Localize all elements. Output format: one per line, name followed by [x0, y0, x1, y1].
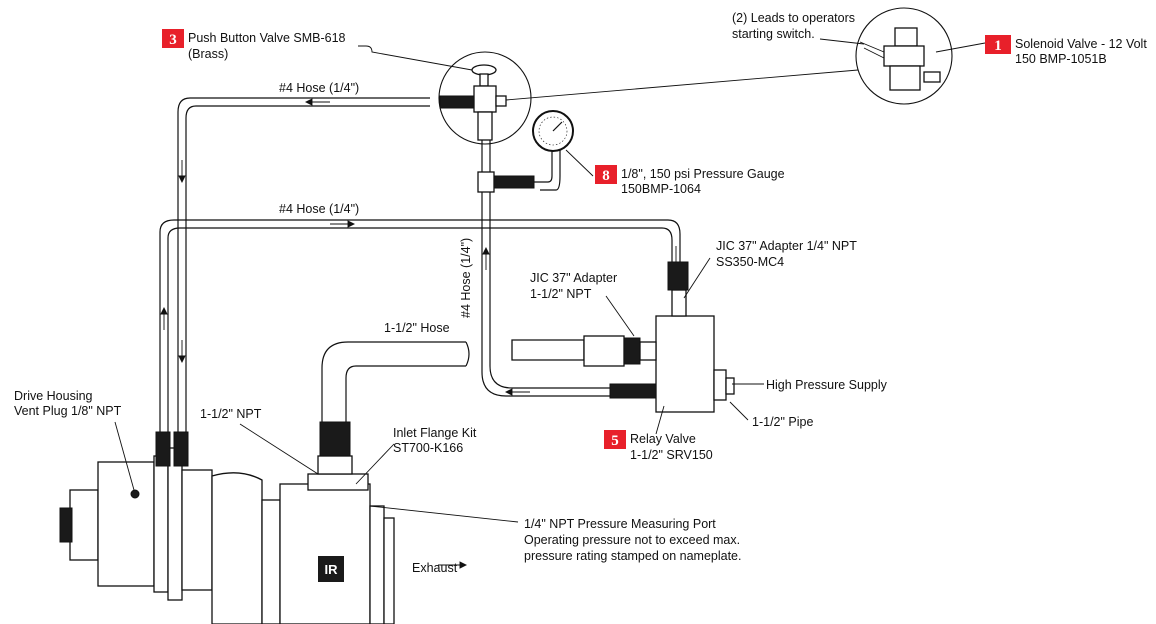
pressure-gauge	[532, 110, 574, 152]
hose-vertical-run-inner	[489, 140, 610, 389]
badge-5-number: 5	[611, 433, 619, 449]
badge-5-box	[604, 430, 626, 449]
inlet-flange-label-line1: Inlet Flange Kit	[393, 426, 477, 440]
leads-label-line1: (2) Leads to operators	[732, 11, 855, 25]
port-label-line3: pressure rating stamped on nameplate.	[524, 549, 742, 563]
solenoid-label-line2: 150 BMP-1051B	[1015, 52, 1107, 66]
jic-top-label-line2: SS350-MC4	[716, 255, 784, 269]
push-button-label-line2: (Brass)	[188, 47, 228, 61]
ir-logo-plate	[318, 556, 344, 582]
air-starter-motor: IR	[59, 431, 395, 624]
hose-mid-run	[159, 219, 681, 432]
badge-8-box	[595, 165, 617, 184]
pipe-label: 1-1/2" Pipe	[752, 415, 813, 429]
badge-1: 1	[985, 35, 1011, 54]
hose-top-run-inner	[185, 105, 430, 432]
badge-5: 5	[604, 430, 626, 449]
gauge-label-line1: 1/8", 150 psi Pressure Gauge	[621, 167, 785, 181]
hose-vertical-run	[481, 140, 610, 397]
drive-housing-label-line1: Drive Housing	[14, 389, 93, 403]
relay-label-line1: Relay Valve	[630, 432, 696, 446]
relay-label-line2: 1-1/2" SRV150	[630, 448, 713, 462]
drive-housing-label-line2: Vent Plug 1/8" NPT	[14, 404, 122, 418]
port-label-line1: 1/4" NPT Pressure Measuring Port	[524, 517, 716, 531]
badge-1-box	[985, 35, 1011, 54]
ir-logo-text: IR	[325, 562, 339, 577]
solenoid-leader-line	[505, 69, 859, 101]
inlet-flange-label-line2: ST700-K166	[393, 441, 463, 455]
relay-valve	[655, 261, 735, 413]
solenoid-detail-circle	[855, 7, 953, 105]
solenoid-label-line1: Solenoid Valve - 12 Volt	[1015, 37, 1147, 51]
badge-8: 8	[595, 165, 617, 184]
badge-8-number: 8	[602, 168, 610, 184]
jic-top-label-line1: JIC 37" Adapter 1/4" NPT	[716, 239, 857, 253]
push-button-valve	[439, 64, 507, 141]
big-hose-to-relay	[511, 335, 657, 367]
big-hose-to-starter	[317, 341, 470, 475]
high-pressure-label: High Pressure Supply	[766, 378, 888, 392]
hose-top-run	[177, 97, 430, 432]
push-button-label-line1: Push Button Valve SMB-618	[188, 31, 346, 45]
relay-bottom-fitting	[609, 383, 657, 399]
badge-1-number: 1	[994, 38, 1002, 54]
leader-lines	[114, 38, 986, 523]
jic-left-label-line1: JIC 37" Adapter	[530, 271, 617, 285]
hose-mid-run-inner	[167, 227, 673, 432]
hose-vertical-label: #4 Hose (1/4")	[459, 238, 473, 318]
jic-left-label-line2: 1-1/2" NPT	[530, 287, 592, 301]
badge-3-number: 3	[169, 32, 177, 48]
leads-label-line2: starting switch.	[732, 27, 815, 41]
badge-3: 3	[162, 29, 184, 48]
badge-3-box	[162, 29, 184, 48]
gauge-label-line2: 150BMP-1064	[621, 182, 701, 196]
npt-label: 1-1/2" NPT	[200, 407, 262, 421]
big-hose-label: 1-1/2" Hose	[384, 321, 450, 335]
flow-arrows	[160, 98, 680, 569]
hose-mid-label: #4 Hose (1/4")	[279, 202, 359, 216]
port-label-line2: Operating pressure not to exceed max.	[524, 533, 740, 547]
hose-top-label: #4 Hose (1/4")	[279, 81, 359, 95]
gauge-tee	[477, 150, 561, 193]
solenoid-valve	[859, 27, 941, 91]
exhaust-label: Exhaust	[412, 561, 458, 575]
